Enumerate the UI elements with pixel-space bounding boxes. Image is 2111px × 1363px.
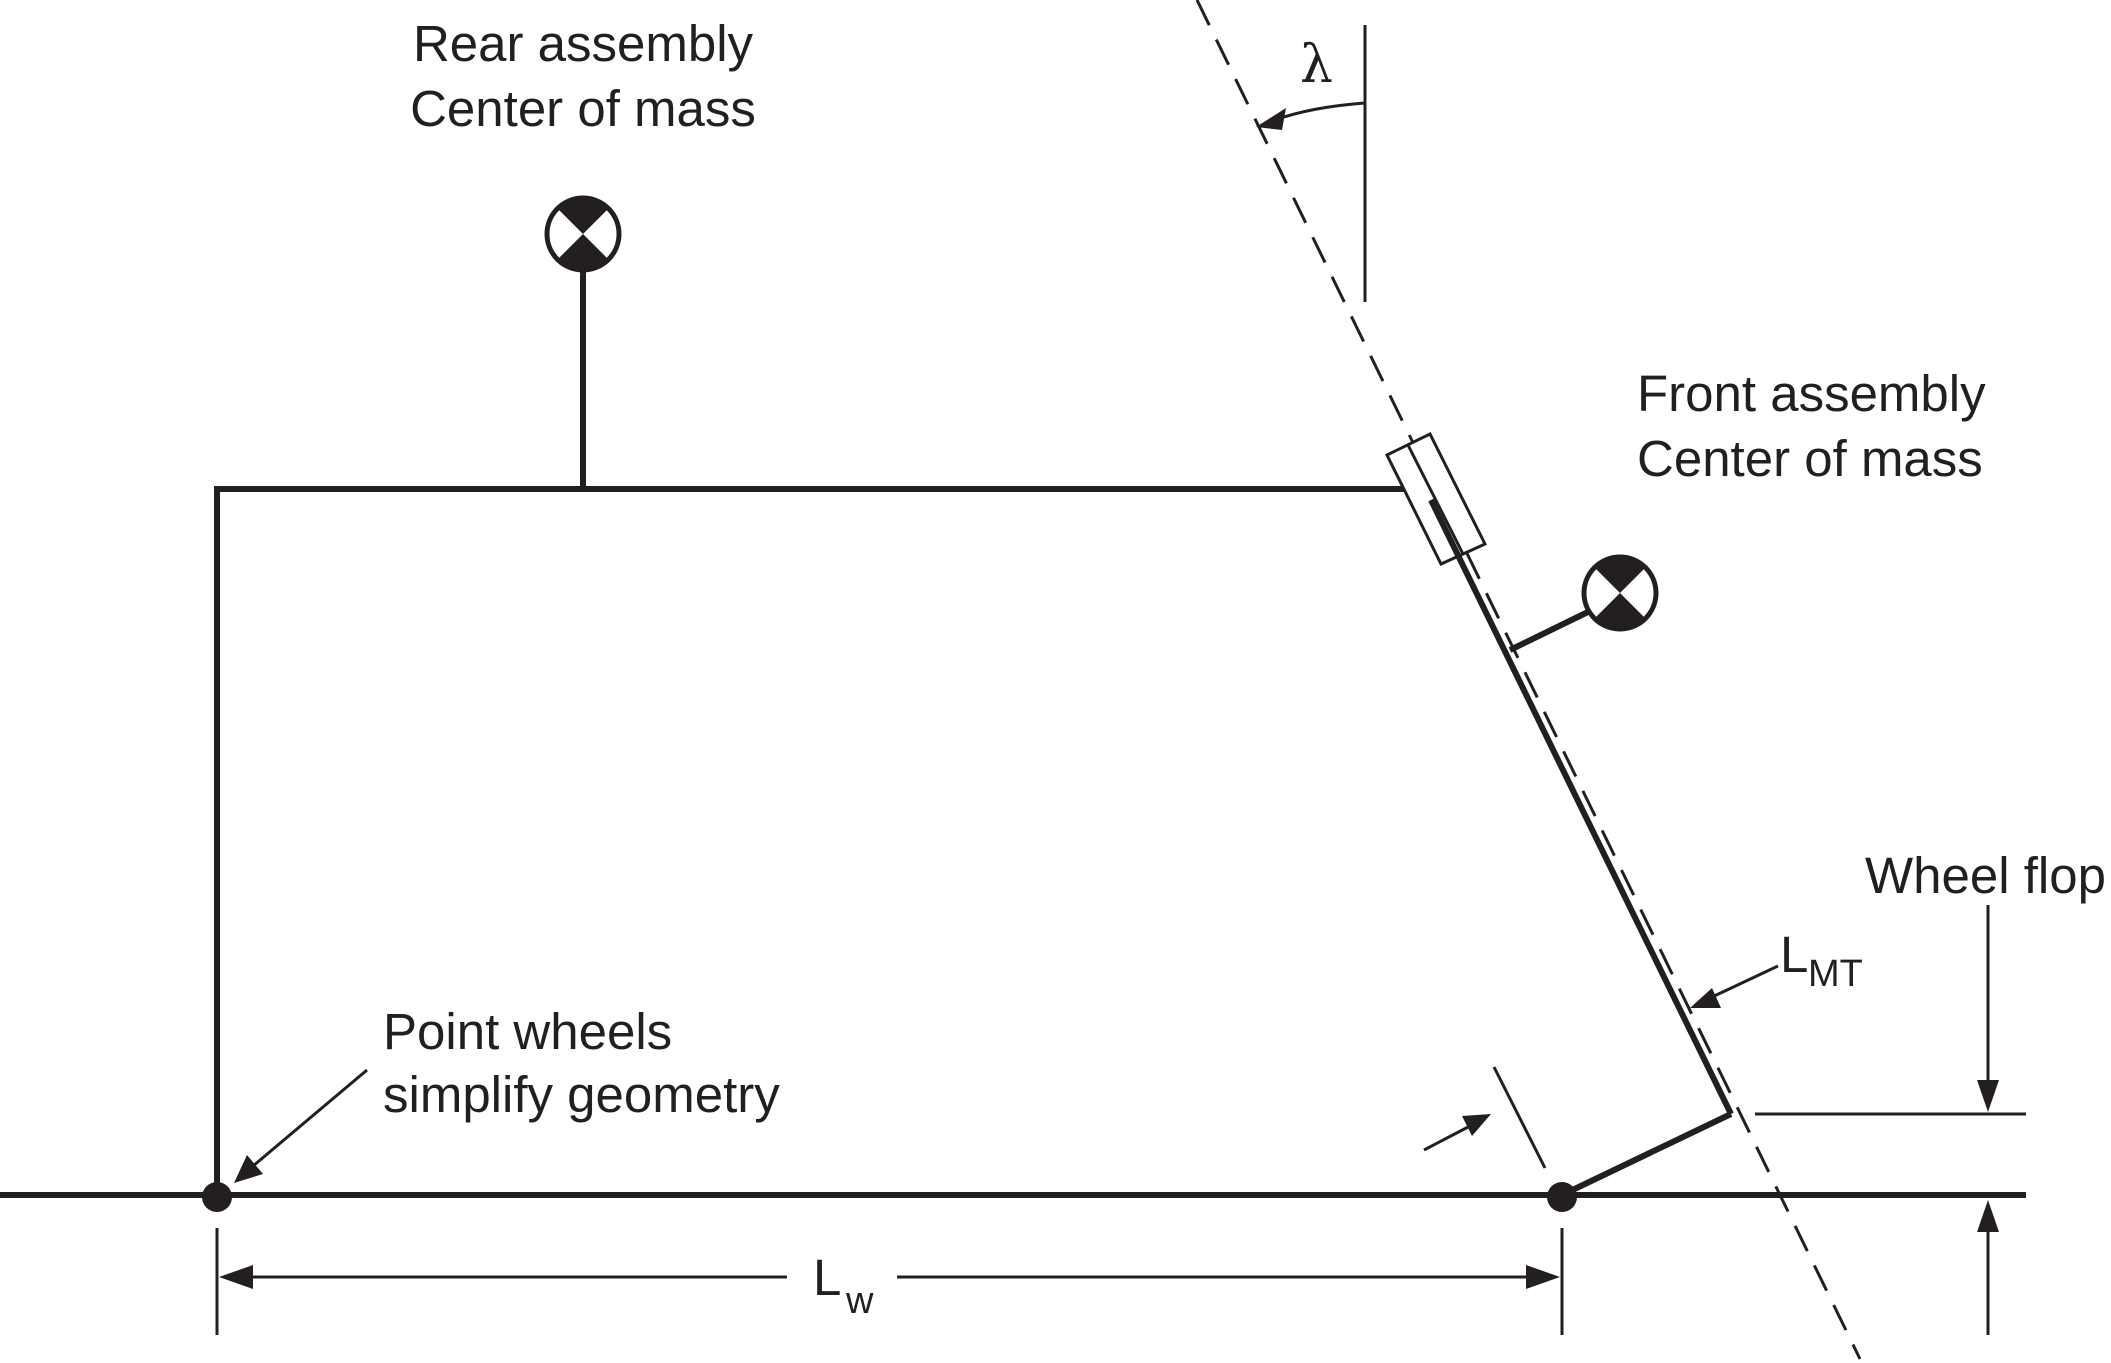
head-tube-axis <box>1406 444 1465 555</box>
front-center-of-mass-icon <box>1581 554 1659 632</box>
front-assembly-label: Front assembly <box>1637 365 1986 422</box>
rear-wheel-point <box>202 1182 232 1212</box>
trail-dimension-arrowhead <box>1462 1114 1491 1136</box>
fork-offset-arm <box>1560 1111 1733 1198</box>
mechanical-trail-arrowhead <box>1690 988 1721 1008</box>
wheelbase-subscript: w <box>845 1280 874 1322</box>
wheelbase-label: L <box>813 1249 841 1306</box>
trail-dimension-arrow-line <box>1423 1124 1471 1152</box>
trail-extension-tick <box>1492 1066 1547 1169</box>
rear-center-of-mass-label: Center of mass <box>410 80 756 137</box>
front-center-of-mass-label: Center of mass <box>1637 430 1983 487</box>
rear-frame <box>214 486 1409 1195</box>
point-wheels-pointer <box>252 1068 368 1168</box>
front-wheel-point <box>1547 1182 1577 1212</box>
front-mass-arm <box>1508 608 1592 653</box>
point-wheels-arrowhead <box>234 1155 263 1183</box>
simplify-geometry-label: simplify geometry <box>383 1066 780 1123</box>
mechanical-trail-pointer <box>1709 964 1779 1000</box>
wheel-flop-arrowhead-bottom <box>1977 1200 1999 1232</box>
point-wheels-label: Point wheels <box>383 1003 672 1060</box>
rear-assembly-label: Rear assembly <box>413 15 754 72</box>
steering-axis-line <box>1195 0 1862 1360</box>
mechanical-trail-label: L <box>1780 926 1808 983</box>
wheelbase-arrowhead-left <box>219 1265 253 1289</box>
wheelbase-arrowhead-right <box>1526 1265 1560 1289</box>
front-fork <box>1428 498 1734 1116</box>
rear-center-of-mass-icon <box>544 195 622 273</box>
wheel-flop-arrowhead-top <box>1977 1080 1999 1112</box>
wheel-flop-label: Wheel flop <box>1865 847 2106 904</box>
steer-angle-arrowhead <box>1256 108 1286 130</box>
steer-angle-arc <box>1274 101 1366 122</box>
mechanical-trail-subscript: MT <box>1808 953 1863 995</box>
steer-angle-symbol: λ <box>1300 35 1333 95</box>
